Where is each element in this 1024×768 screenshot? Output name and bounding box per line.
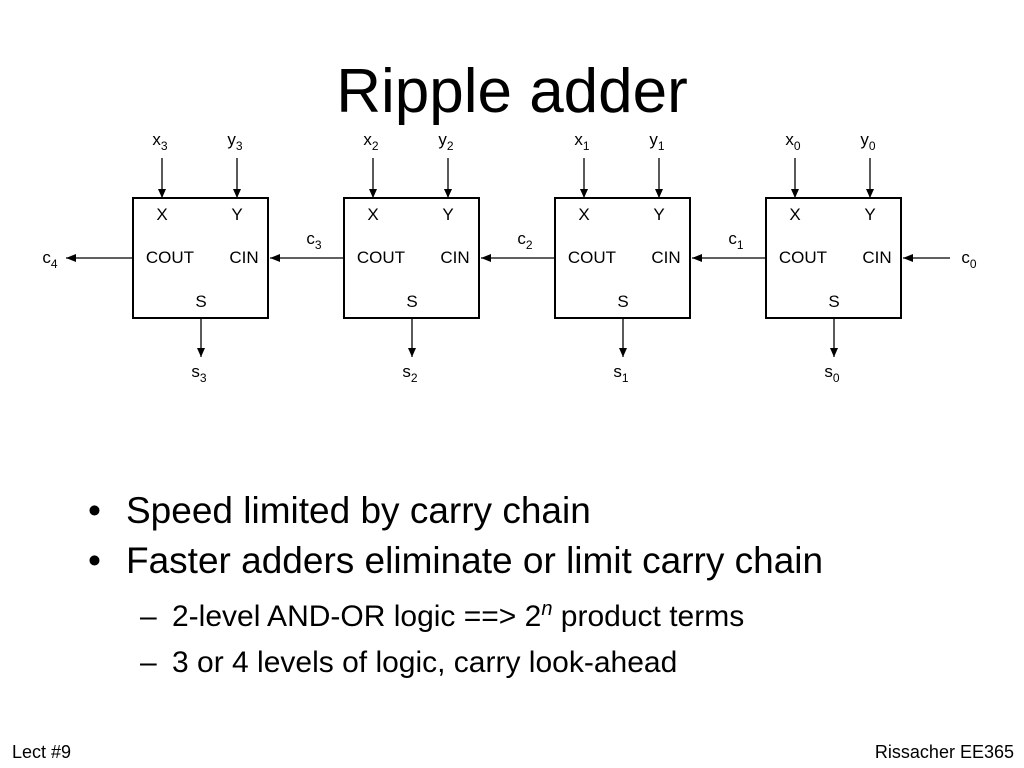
bullet-text: Faster adders eliminate or limit carry c…: [126, 540, 824, 581]
port-x-label: X: [156, 205, 167, 224]
arrow-head: [791, 189, 799, 198]
carry-label: c0: [961, 248, 977, 271]
arrow-head: [481, 254, 491, 262]
bullet-item: • Speed limited by carry chain: [88, 486, 823, 536]
port-s-label: S: [828, 292, 839, 311]
sub-bullet-text-after: product terms: [552, 600, 745, 633]
arrow-head: [903, 254, 913, 262]
port-cin-label: CIN: [862, 248, 891, 267]
bullet-mark: •: [88, 490, 101, 531]
sub-bullet-item: –2-level AND-OR logic ==> 2n product ter…: [140, 586, 823, 640]
port-x-label: X: [367, 205, 378, 224]
port-cout-label: COUT: [146, 248, 194, 267]
carry-label: c4: [42, 248, 58, 271]
arrow-head: [866, 189, 874, 198]
port-cin-label: CIN: [651, 248, 680, 267]
bullet-mark: •: [88, 540, 101, 581]
port-y-label: Y: [231, 205, 242, 224]
sub-bullet-mark: –: [140, 600, 157, 633]
bullet-item: • Faster adders eliminate or limit carry …: [88, 536, 823, 586]
sub-bullet-mark: –: [140, 646, 157, 679]
input-y-label: y1: [649, 130, 665, 153]
superscript-n: n: [541, 598, 553, 620]
arrow-head: [369, 189, 377, 198]
port-x-label: X: [789, 205, 800, 224]
port-s-label: S: [617, 292, 628, 311]
arrow-head: [66, 254, 76, 262]
arrow-head: [197, 348, 205, 357]
carry-label: c2: [517, 229, 533, 252]
output-s-label: s1: [613, 362, 629, 385]
sub-bullet-text: 3 or 4 levels of logic, carry look-ahead: [172, 646, 678, 679]
arrow-head: [619, 348, 627, 357]
input-y-label: y2: [438, 130, 454, 153]
arrow-head: [655, 189, 663, 198]
input-y-label: y3: [227, 130, 243, 153]
output-s-label: s0: [824, 362, 840, 385]
footer-course: Rissacher EE365: [874, 742, 1014, 762]
input-x-label: x3: [152, 130, 168, 153]
ripple-adder-diagram: X Y COUT CIN Sx3 y3 s3 X Y COUT CIN Sx2 y2 s2 X Y COUT CI…: [42, 130, 977, 385]
bullet-list: • Speed limited by carry chain • Faster ad…: [88, 486, 823, 686]
arrow-head: [692, 254, 702, 262]
input-x-label: x1: [574, 130, 590, 153]
arrow-head: [270, 254, 280, 262]
port-cout-label: COUT: [779, 248, 827, 267]
port-cin-label: CIN: [229, 248, 258, 267]
carry-label: c3: [306, 229, 322, 252]
arrow-head: [444, 189, 452, 198]
output-s-label: s2: [402, 362, 418, 385]
sub-bullet-text: 2-level AND-OR logic ==> 2: [172, 600, 542, 633]
port-s-label: S: [195, 292, 206, 311]
slide-title: Ripple adder: [336, 57, 688, 126]
port-y-label: Y: [442, 205, 453, 224]
port-cout-label: COUT: [357, 248, 405, 267]
footer-lecture: Lect #9: [12, 742, 72, 762]
port-s-label: S: [406, 292, 417, 311]
input-y-label: y0: [860, 130, 876, 153]
port-y-label: Y: [653, 205, 664, 224]
arrow-head: [580, 189, 588, 198]
output-s-label: s3: [191, 362, 207, 385]
arrow-head: [158, 189, 166, 198]
sub-bullet-item: –3 or 4 levels of logic, carry look-ahea…: [140, 640, 823, 686]
input-x-label: x0: [785, 130, 801, 153]
arrow-head: [830, 348, 838, 357]
port-cout-label: COUT: [568, 248, 616, 267]
port-y-label: Y: [864, 205, 875, 224]
port-cin-label: CIN: [440, 248, 469, 267]
carry-label: c1: [728, 229, 744, 252]
port-x-label: X: [578, 205, 589, 224]
bullet-text: Speed limited by carry chain: [126, 490, 591, 531]
input-x-label: x2: [363, 130, 379, 153]
arrow-head: [233, 189, 241, 198]
arrow-head: [408, 348, 416, 357]
